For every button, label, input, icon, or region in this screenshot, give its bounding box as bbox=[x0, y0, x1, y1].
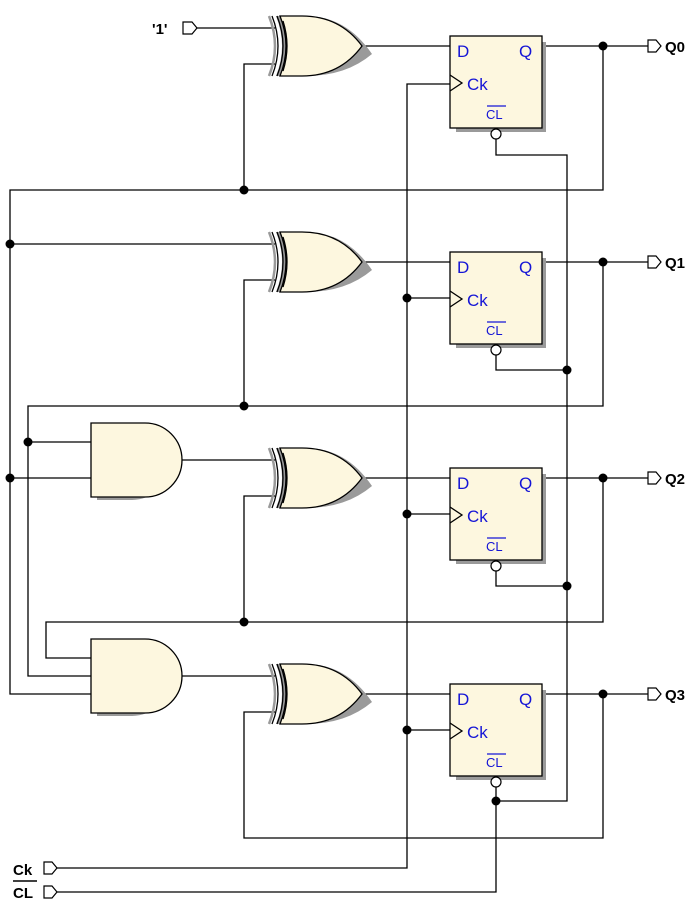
ff-cl-label: CL bbox=[486, 323, 503, 338]
ff-d-label: D bbox=[457, 690, 469, 709]
flip-flop-1: D Q Ck CL bbox=[449, 251, 547, 356]
output-q1-label: Q1 bbox=[665, 255, 685, 272]
ff-ck-label: Ck bbox=[467, 291, 488, 310]
ff-q-label: Q bbox=[519, 258, 532, 277]
output-port-q2: Q2 bbox=[647, 471, 685, 488]
ff-cl-label: CL bbox=[486, 107, 503, 122]
output-port-q0: Q0 bbox=[647, 39, 685, 56]
ff-d-label: D bbox=[457, 258, 469, 277]
wires bbox=[9, 27, 648, 893]
clear-bubble bbox=[490, 128, 502, 140]
ff-ck-label: Ck bbox=[467, 75, 488, 94]
input-port-one: '1' bbox=[152, 21, 198, 38]
ff-cl-label: CL bbox=[486, 539, 503, 554]
output-q0-label: Q0 bbox=[665, 39, 685, 56]
ff-ck-label: Ck bbox=[467, 723, 488, 742]
xor-gate-0 bbox=[267, 14, 374, 78]
and-gate-2 bbox=[90, 638, 183, 717]
output-q3-label: Q3 bbox=[665, 687, 685, 704]
flip-flop-2: D Q Ck CL bbox=[449, 467, 547, 572]
input-one-label: '1' bbox=[152, 21, 167, 38]
clear-bubble bbox=[490, 344, 502, 356]
ff-q-label: Q bbox=[519, 690, 532, 709]
xor-gate-2 bbox=[267, 446, 374, 510]
clock-label: Ck bbox=[13, 862, 33, 879]
ff-ck-label: Ck bbox=[467, 507, 488, 526]
ff-d-label: D bbox=[457, 474, 469, 493]
xor-gate-1 bbox=[267, 230, 374, 294]
ff-q-label: Q bbox=[519, 474, 532, 493]
xor-gate-3 bbox=[267, 662, 374, 726]
and-gate-1 bbox=[90, 422, 183, 501]
clear-bubble bbox=[490, 776, 502, 788]
output-port-q1: Q1 bbox=[647, 255, 685, 272]
clear-label: CL bbox=[13, 885, 33, 902]
output-q2-label: Q2 bbox=[665, 471, 685, 488]
flip-flop-3: D Q Ck CL bbox=[449, 683, 547, 788]
input-port-clock: Ck bbox=[13, 861, 58, 879]
junctions bbox=[5, 41, 608, 806]
flip-flop-0: D Q Ck CL bbox=[449, 35, 547, 140]
ff-q-label: Q bbox=[519, 42, 532, 61]
ff-cl-label: CL bbox=[486, 755, 503, 770]
ff-d-label: D bbox=[457, 42, 469, 61]
input-port-clear: CL bbox=[13, 880, 58, 902]
clear-bubble bbox=[490, 560, 502, 572]
output-port-q3: Q3 bbox=[647, 687, 685, 704]
